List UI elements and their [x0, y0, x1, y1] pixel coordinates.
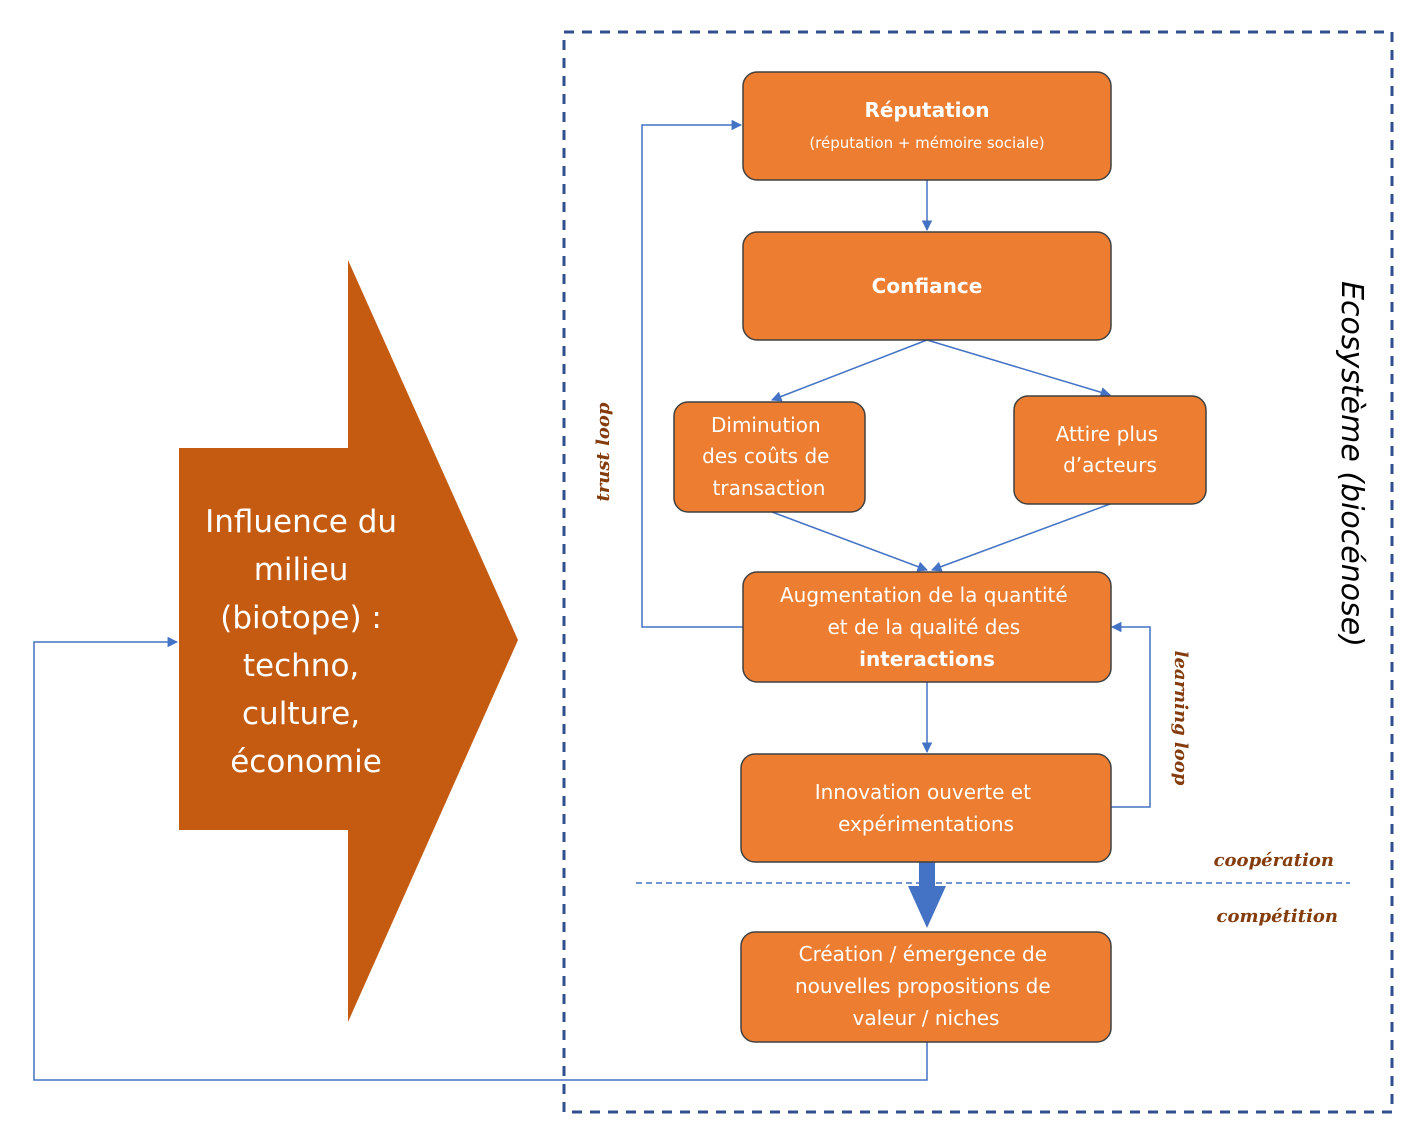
node-creation: Création / émergence de nouvelles propos…: [740, 931, 1112, 1043]
node-diminution-text: Diminution des coûts de transaction: [702, 413, 836, 500]
node-augmentation-bold: interactions: [859, 647, 995, 671]
node-confiance-title: Confiance: [872, 274, 983, 298]
node-innovation-line: expérimentations: [838, 812, 1014, 836]
node-augmentation-line: et de la qualité des: [827, 615, 1020, 639]
node-diminution-line: Diminution: [711, 413, 821, 437]
node-augmentation: Augmentation de la quantité et de la qua…: [742, 571, 1112, 683]
node-diminution: Diminution des coûts de transaction: [673, 401, 866, 513]
ecosystem-boundary: [562, 30, 1394, 1114]
influence-line: techno,: [243, 648, 359, 684]
arrow-diminution-augmentation: [771, 511, 928, 572]
influence-line: (biotope) :: [220, 600, 382, 636]
influence-line: culture,: [242, 696, 360, 732]
node-diminution-line: des coûts de: [702, 444, 829, 468]
competition-label: compétition: [1217, 906, 1338, 927]
arrow-attire-augmentation: [931, 503, 1111, 572]
learning-loop-connector: [1110, 621, 1151, 808]
cooperation-label: coopération: [1214, 850, 1334, 871]
node-reputation-title: Réputation: [865, 98, 990, 122]
ecosystem-label: Ecosystème (biocénose): [1334, 281, 1369, 647]
node-attire-line: d’acteurs: [1063, 453, 1157, 477]
influence-line: milieu: [254, 552, 349, 588]
node-innovation-line: Innovation ouverte et: [815, 780, 1031, 804]
influence-line: économie: [230, 744, 382, 780]
influence-text: Influence du milieu (biotope) : techno, …: [205, 504, 407, 780]
learning-loop-label: learning loop: [1170, 651, 1191, 786]
node-innovation: Innovation ouverte et expérimentations: [740, 753, 1112, 863]
node-attire-line: Attire plus: [1056, 422, 1158, 446]
trust-loop-label: trust loop: [593, 402, 614, 501]
node-creation-line: nouvelles propositions de: [795, 974, 1051, 998]
influence-line: Influence du: [205, 504, 397, 540]
arrow-innovation-creation: [908, 862, 946, 928]
feedback-connector: [33, 636, 928, 1081]
node-creation-line: valeur / niches: [853, 1006, 1000, 1030]
node-reputation-subtitle: (réputation + mémoire sociale): [809, 134, 1044, 152]
node-attire: Attire plus d’acteurs: [1013, 395, 1207, 505]
node-reputation: Réputation (réputation + mémoire sociale…: [742, 71, 1112, 181]
node-augmentation-text: Augmentation de la quantité et de la qua…: [780, 583, 1074, 671]
influence-arrow: [179, 260, 518, 1022]
node-confiance: Confiance: [742, 231, 1112, 341]
node-attire-text: Attire plus d’acteurs: [1056, 422, 1165, 477]
arrow-confiance-attire: [926, 339, 1112, 398]
node-augmentation-line: Augmentation de la quantité: [780, 583, 1068, 607]
trust-loop-connector: [641, 119, 743, 628]
arrow-confiance-diminution: [771, 339, 928, 402]
node-creation-line: Création / émergence de: [799, 942, 1047, 966]
node-innovation-text: Innovation ouverte et expérimentations: [815, 780, 1038, 836]
node-creation-text: Création / émergence de nouvelles propos…: [795, 942, 1057, 1030]
node-diminution-line: transaction: [713, 476, 826, 500]
